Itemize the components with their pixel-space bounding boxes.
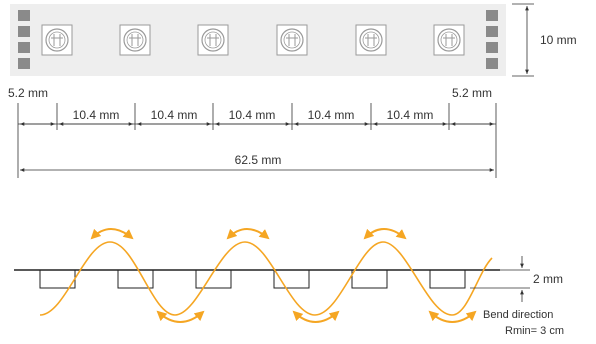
solder-pad: [486, 58, 498, 69]
led-side-profile: [273, 270, 310, 289]
bend-arrow: [90, 228, 134, 240]
pitch-label: 10.4 mm: [387, 108, 434, 122]
solder-pad: [18, 10, 30, 21]
bend-arrow: [363, 228, 407, 240]
pitch-label: 10.4 mm: [229, 108, 276, 122]
solder-pad: [486, 10, 498, 21]
height-label: 10 mm: [540, 33, 577, 47]
led-chip: [355, 24, 387, 56]
thickness-label: 2 mm: [533, 272, 563, 286]
end-margin-right-label: 5.2 mm: [452, 86, 492, 100]
solder-pad: [486, 42, 498, 53]
bend-arrow: [156, 310, 205, 323]
bend-arrow: [428, 310, 477, 323]
pitch-label: 10.4 mm: [308, 108, 355, 122]
pitch-label: 10.4 mm: [73, 108, 120, 122]
led-chip: [276, 24, 308, 56]
total-length-dimension: 62.5 mm: [20, 153, 494, 172]
bend-arrow: [226, 228, 270, 240]
thickness-dimension: 2 mm: [470, 256, 563, 302]
led-side-profile: [39, 270, 76, 289]
led-chip: [197, 24, 229, 56]
led-side-profile: [351, 270, 388, 289]
solder-pad: [486, 26, 498, 37]
pitch-label: 10.4 mm: [151, 108, 198, 122]
height-dimension: 10 mm: [512, 3, 577, 77]
led-side-profile: [117, 270, 154, 289]
strip-body: [10, 4, 506, 76]
total-length-label: 62.5 mm: [235, 153, 282, 167]
solder-pads-right: [486, 10, 498, 69]
solder-pad: [18, 58, 30, 69]
led-side-profile: [429, 270, 466, 289]
solder-pad: [18, 42, 30, 53]
bend-direction-label: Bend direction: [483, 309, 553, 321]
led-side-profile: [195, 270, 232, 289]
led-chip: [119, 24, 151, 56]
min-radius-label: Rmin= 3 cm: [505, 325, 564, 337]
led-chip: [433, 24, 465, 56]
end-margin-left-label: 5.2 mm: [8, 86, 48, 100]
bend-side-view: 2 mm Bend direction Rmin= 3 cm: [14, 228, 564, 337]
bend-wave: [39, 241, 493, 316]
led-chip: [41, 24, 73, 56]
solder-pad: [18, 26, 30, 37]
strip-top-view: [10, 4, 506, 76]
led-side-profiles: [39, 270, 466, 289]
solder-pads-left: [18, 10, 30, 69]
pitch-dimension-row: 5.2 mm 5.2 mm 10.4 mm 10.4 mm 10.4 mm 10…: [8, 86, 497, 178]
bend-arrow: [292, 310, 340, 323]
